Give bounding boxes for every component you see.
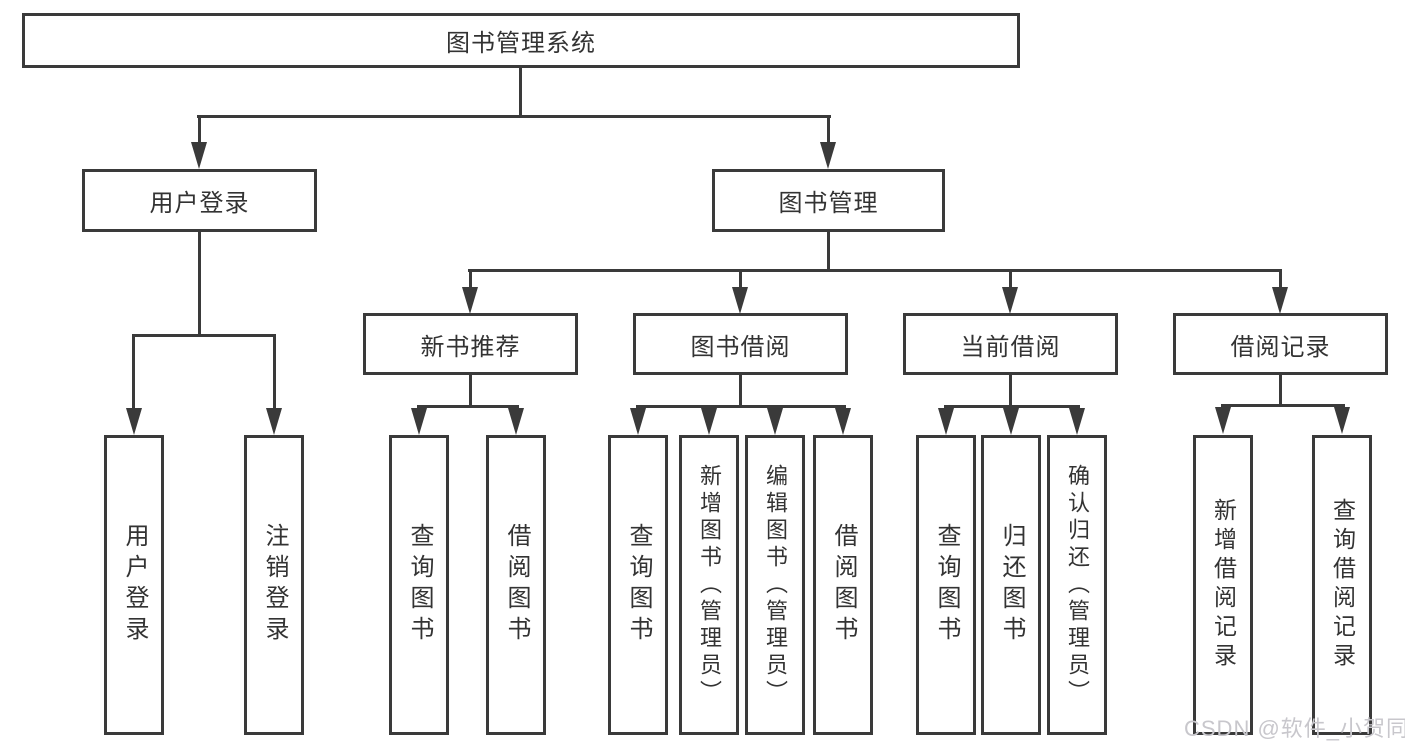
node-user-login: 用户登录 xyxy=(82,169,317,232)
leaf-edit-book-admin: 编辑图书（管理员） xyxy=(745,435,805,735)
connector-drop-user-login xyxy=(198,115,201,144)
leaf-query-books-1: 查询图书 xyxy=(389,435,449,735)
arrow-to-records xyxy=(1272,287,1288,314)
leaf-borrow-books-1: 借阅图书 xyxy=(486,435,546,735)
leaf-add-book-admin: 新增图书（管理员） xyxy=(679,435,739,735)
leaf-borrow-books-2: 借阅图书 xyxy=(813,435,873,735)
leaf-logout: 注销登录 xyxy=(244,435,304,735)
leaf-user-login: 用户登录 xyxy=(104,435,164,735)
connector-drop-borrowing xyxy=(739,269,742,291)
arrow-to-borrow-books-1 xyxy=(508,408,524,435)
node-borrowing-records: 借阅记录 xyxy=(1173,313,1388,375)
connector-root-hbar xyxy=(197,115,831,118)
arrow-to-edit-book xyxy=(767,408,783,435)
connector-new-book-stem xyxy=(469,375,472,408)
connector-book-mgmt-hbar xyxy=(468,269,1282,272)
connector-records-stem xyxy=(1279,375,1282,407)
connector-drop-current xyxy=(1009,269,1012,291)
arrow-to-current xyxy=(1002,287,1018,314)
node-new-book-recommendation: 新书推荐 xyxy=(363,313,578,375)
leaf-query-books-2: 查询图书 xyxy=(608,435,668,735)
arrow-to-query-borrow-record xyxy=(1334,407,1350,434)
node-book-borrowing: 图书借阅 xyxy=(633,313,848,375)
node-book-management: 图书管理 xyxy=(712,169,945,232)
connector-user-login-stem xyxy=(198,232,201,337)
arrow-to-book-mgmt xyxy=(820,142,836,169)
node-current-borrowing: 当前借阅 xyxy=(903,313,1118,375)
arrow-to-confirm-return xyxy=(1069,408,1085,435)
connector-drop-leaf-logout xyxy=(273,334,276,409)
arrow-to-borrow-books-2 xyxy=(835,408,851,435)
connector-user-login-hbar xyxy=(132,334,276,337)
connector-book-mgmt-stem xyxy=(827,232,830,272)
connector-current-stem xyxy=(1009,375,1012,408)
connector-borrowing-hbar xyxy=(636,405,846,408)
connector-drop-new-book xyxy=(469,269,472,291)
watermark: CSDN @软件_小贺同学 xyxy=(1184,716,1405,741)
arrow-to-return-books xyxy=(1003,408,1019,435)
leaf-return-books: 归还图书 xyxy=(981,435,1041,735)
node-root: 图书管理系统 xyxy=(22,13,1020,68)
connector-new-book-hbar xyxy=(417,405,519,408)
connector-drop-book-mgmt xyxy=(827,115,830,144)
connector-borrowing-stem xyxy=(739,375,742,408)
arrow-to-query-books-1 xyxy=(411,408,427,435)
leaf-query-borrow-record: 查询借阅记录 xyxy=(1312,435,1372,735)
connector-root-stem xyxy=(519,68,522,117)
arrow-to-add-borrow-record xyxy=(1215,407,1231,434)
connector-current-hbar xyxy=(944,405,1080,408)
arrow-to-leaf-login xyxy=(126,408,142,435)
connector-records-hbar xyxy=(1221,404,1345,407)
arrow-to-user-login xyxy=(191,142,207,169)
arrow-to-new-book xyxy=(462,287,478,314)
leaf-confirm-return-admin: 确认归还（管理员） xyxy=(1047,435,1107,735)
connector-drop-leaf-login xyxy=(132,334,135,409)
leaf-query-books-3: 查询图书 xyxy=(916,435,976,735)
leaf-add-borrow-record: 新增借阅记录 xyxy=(1193,435,1253,735)
arrow-to-borrowing xyxy=(732,287,748,314)
connector-drop-records xyxy=(1279,269,1282,291)
arrow-to-query-books-3 xyxy=(938,408,954,435)
arrow-to-leaf-logout xyxy=(266,408,282,435)
arrow-to-query-books-2 xyxy=(630,408,646,435)
arrow-to-add-book xyxy=(701,408,717,435)
